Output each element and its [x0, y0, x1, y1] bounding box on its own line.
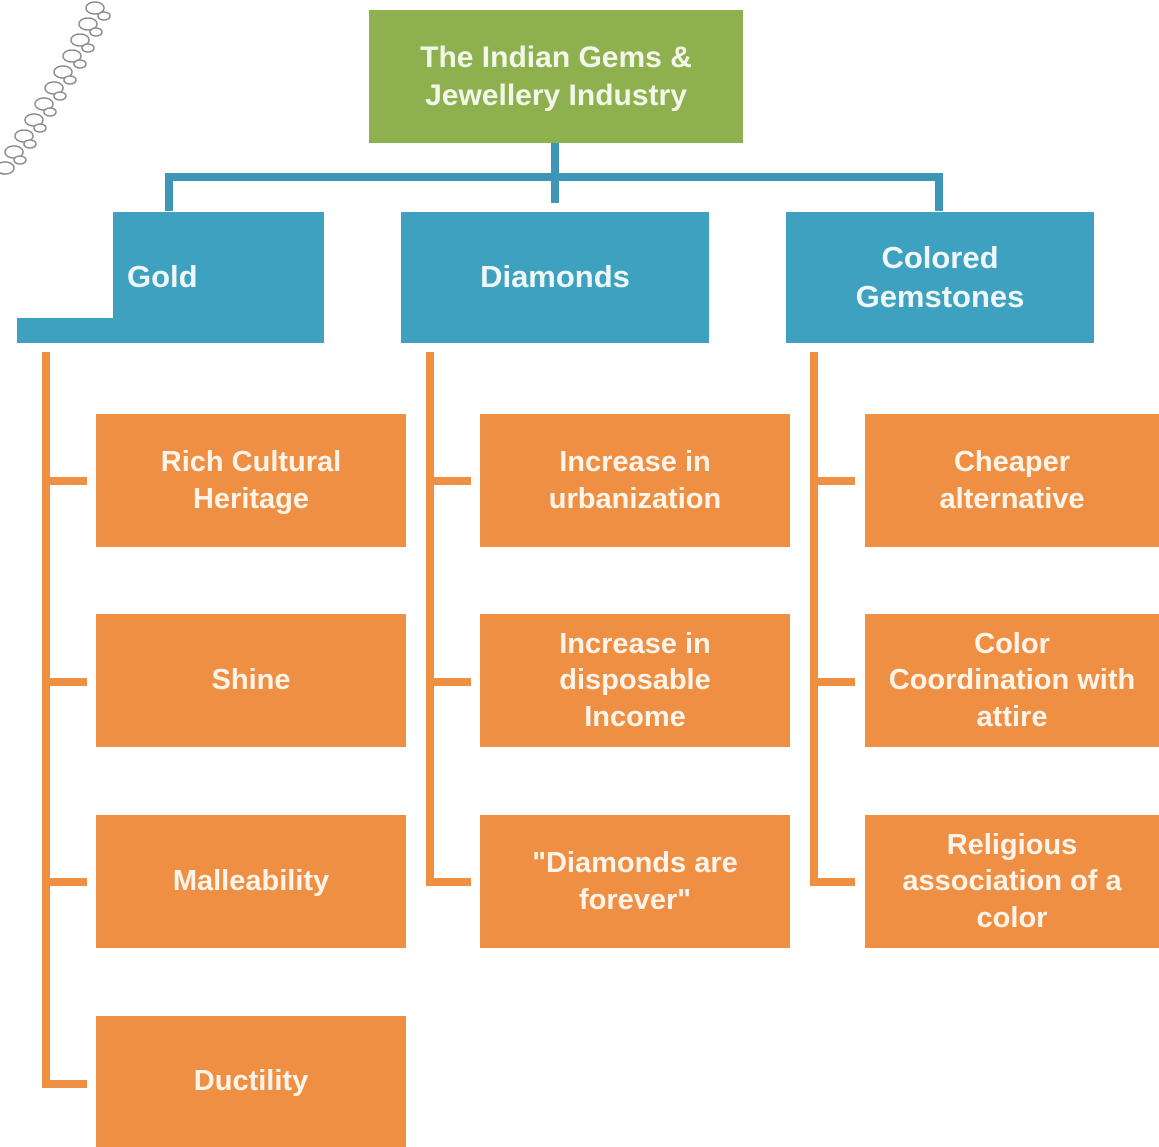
gold-item-malleability: Malleability: [96, 815, 406, 948]
category-gemstones-label: Colored Gemstones: [855, 239, 1025, 314]
gemstones-item-color-coordination: Color Coordination with attire: [865, 614, 1159, 747]
diamonds-branch-trunk: [426, 352, 434, 886]
gold-branch-trunk: [42, 352, 50, 1088]
gold-item-shine: Shine: [96, 614, 406, 747]
diamonds-branch-tick: [426, 477, 471, 485]
root-node: The Indian Gems & Jewellery Industry: [369, 10, 743, 143]
leaf-label: Cheaper alternative: [939, 446, 1085, 515]
diamonds-item-urbanization: Increase in urbanization: [480, 414, 790, 547]
diamonds-item-forever: "Diamonds are forever": [480, 815, 790, 948]
necklace-image: [0, 1, 111, 175]
category-bus: [165, 173, 943, 181]
gemstones-connector: [935, 173, 943, 211]
gold-branch-tick: [42, 477, 87, 485]
leaf-label: Ductility: [193, 1065, 309, 1098]
category-diamonds-label: Diamonds: [480, 259, 630, 295]
leaf-label: Increase in disposable Income: [559, 628, 711, 733]
gemstones-item-religious: Religious association of a color: [865, 815, 1159, 948]
leaf-label: Malleability: [172, 865, 330, 898]
gemstones-branch-tick: [810, 477, 855, 485]
diamonds-branch-tick: [426, 678, 471, 686]
category-gold-ext: [17, 318, 117, 343]
diamonds-branch-tick: [426, 878, 471, 886]
category-gold-label: Gold: [127, 259, 198, 295]
gemstones-branch-tick: [810, 878, 855, 886]
gold-item-ductility: Ductility: [96, 1016, 406, 1147]
root-label: The Indian Gems & Jewellery Industry: [420, 41, 692, 112]
leaf-label: Color Coordination with attire: [888, 628, 1136, 733]
leaf-label: Increase in urbanization: [548, 446, 722, 515]
gemstones-branch-trunk: [810, 352, 818, 886]
gold-branch-tick: [42, 1080, 87, 1088]
category-diamonds: Diamonds: [401, 212, 709, 343]
leaf-label: Religious association of a color: [902, 829, 1122, 934]
category-gold: Gold: [113, 212, 324, 343]
leaf-label: Rich Cultural Heritage: [160, 446, 342, 515]
gemstones-branch-tick: [810, 678, 855, 686]
gold-branch-tick: [42, 878, 87, 886]
gemstones-item-cheaper: Cheaper alternative: [865, 414, 1159, 547]
leaf-label: "Diamonds are forever": [532, 847, 738, 916]
leaf-label: Shine: [211, 664, 291, 697]
gold-item-cultural-heritage: Rich Cultural Heritage: [96, 414, 406, 547]
diamonds-item-disposable-income: Increase in disposable Income: [480, 614, 790, 747]
gold-connector: [165, 173, 173, 211]
gold-branch-tick: [42, 678, 87, 686]
category-colored-gemstones: Colored Gemstones: [786, 212, 1094, 343]
